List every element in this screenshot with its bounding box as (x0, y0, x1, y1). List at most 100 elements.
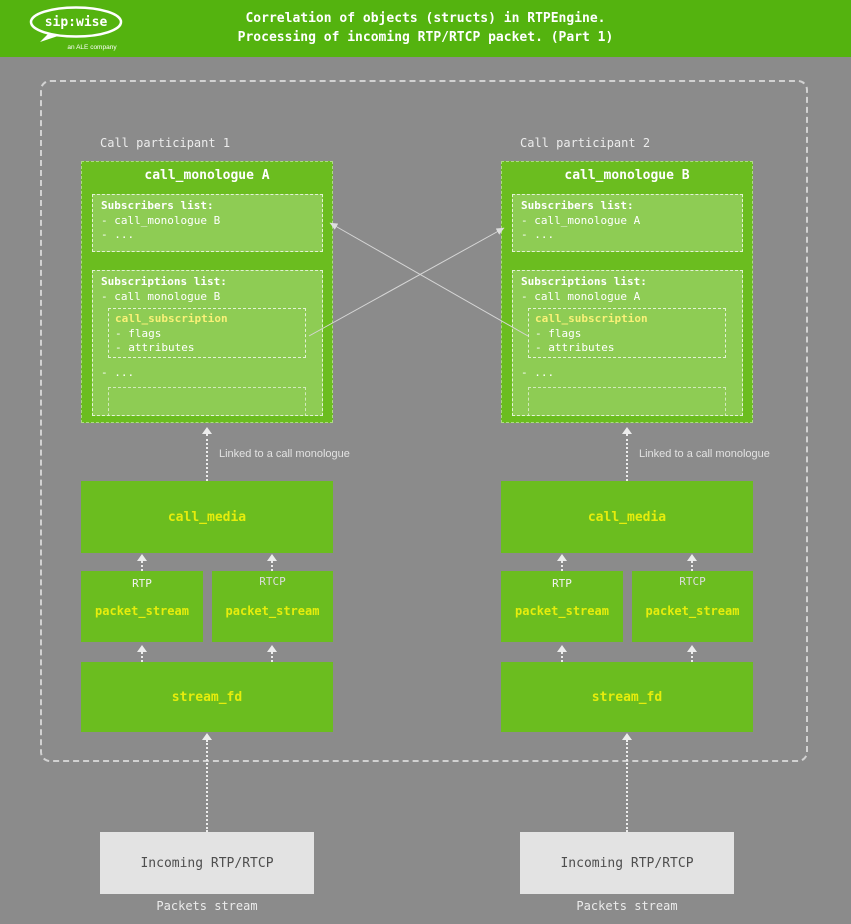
packetstream-to-media-arrow (136, 554, 148, 571)
streamfd-to-packetstream-arrow (266, 645, 278, 662)
call-subscription-attributes: - attributes (535, 341, 615, 354)
linked-to-monologue-label: Linked to a call monologue (639, 448, 770, 460)
arrow-head-icon (687, 554, 697, 561)
arrow-line (626, 434, 628, 481)
streamfd-to-packetstream-arrow (686, 645, 698, 662)
call-media-label: call_media (167, 509, 247, 525)
sipwise-logo: sip:wise an ALE company (26, 5, 126, 57)
arrow-head-icon (557, 554, 567, 561)
subscribers-list-title: Subscribers list: (101, 199, 214, 212)
incoming-to-streamfd-arrow (621, 733, 633, 832)
call-monologue-title: call_monologue A (82, 168, 332, 183)
subscriptions-list-more: - ... (521, 366, 555, 379)
packet-stream-label: packet_stream (645, 603, 740, 618)
arrow-line (626, 740, 628, 832)
more-subscription-box (108, 386, 306, 415)
more-subscription-box (528, 386, 726, 415)
streamfd-to-packetstream-arrow (136, 645, 148, 662)
call-subscription-box: call_subscription - flags - attributes (108, 308, 306, 358)
incoming-rtp-rtcp-box: Incoming RTP/RTCP (520, 832, 734, 894)
call-monologue-title-text: call_monologue (144, 168, 254, 183)
packet-stream-rtp-box: RTP packet_stream (501, 571, 623, 642)
page-title-line2: Processing of incoming RTP/RTCP packet. … (237, 30, 614, 45)
call-media-box: call_media (501, 481, 753, 553)
arrow-head-icon (267, 645, 277, 652)
call-subscription-title: call_subscription (115, 312, 228, 325)
packet-stream-rtp-box: RTP packet_stream (81, 571, 203, 642)
arrow-head-icon (202, 427, 212, 434)
page-title: Correlation of objects (structs) in RTPE… (0, 9, 851, 47)
arrow-head-icon (137, 554, 147, 561)
sipwise-logo-subtext: an ALE company (67, 44, 117, 51)
page-title-line1: Correlation of objects (structs) in RTPE… (245, 11, 606, 26)
stream-fd-label: stream_fd (171, 689, 243, 705)
subscriptions-list-item: - call monologue A (521, 289, 641, 303)
call-subscription-flags: - flags (535, 326, 582, 340)
subscribers-list-box: Subscribers list: - call_monologue B - .… (92, 194, 323, 252)
subscribers-list-title: Subscribers list: (521, 199, 634, 212)
packet-stream-label: packet_stream (515, 603, 609, 618)
linked-to-monologue-label: Linked to a call monologue (219, 448, 350, 460)
arrow-head-icon (687, 645, 697, 652)
packetstream-to-media-arrow (556, 554, 568, 571)
stream-fd-label: stream_fd (591, 689, 663, 705)
packets-stream-label: Packets stream (576, 899, 678, 913)
subscribers-list-more: - ... (521, 228, 555, 241)
arrow-head-icon (622, 427, 632, 434)
arrow-line (206, 434, 208, 481)
arrow-line (271, 561, 273, 571)
rtcp-label: RTCP (679, 575, 706, 588)
packets-stream-label: Packets stream (156, 899, 258, 913)
subscriptions-list-box: Subscriptions list: - call monologue B c… (92, 270, 323, 416)
subscriptions-list-box: Subscriptions list: - call monologue A c… (512, 270, 743, 416)
rtp-label: RTP (552, 577, 572, 590)
participant-label: Call participant 1 (100, 136, 231, 150)
call-monologue-box: call_monologue B Subscribers list: - cal… (501, 161, 753, 423)
incoming-rtp-rtcp-label: Incoming RTP/RTCP (560, 855, 694, 871)
packetstream-to-media-arrow (266, 554, 278, 571)
diagram-frame (40, 80, 808, 762)
call-media-box: call_media (81, 481, 333, 553)
arrow-head-icon (137, 645, 147, 652)
arrow-line (691, 652, 693, 662)
subscribers-list-box: Subscribers list: - call_monologue A - .… (512, 194, 743, 252)
sipwise-logo-icon: sip:wise an ALE company (29, 6, 123, 51)
call-subscription-flags: - flags (115, 326, 162, 340)
arrow-line (141, 652, 143, 662)
packet-stream-rtcp-box: RTCP packet_stream (632, 571, 753, 642)
call-subscription-box: call_subscription - flags - attributes (528, 308, 726, 358)
arrow-line (206, 740, 208, 832)
media-to-monologue-arrow (201, 427, 213, 481)
call-monologue-letter: A (261, 168, 270, 183)
incoming-rtp-rtcp-box: Incoming RTP/RTCP (100, 832, 314, 894)
stream-fd-box: stream_fd (81, 662, 333, 732)
subscribers-list-more: - ... (101, 228, 135, 241)
participant-label: Call participant 2 (520, 136, 651, 150)
incoming-rtp-rtcp-label: Incoming RTP/RTCP (140, 855, 274, 871)
sipwise-logo-text: sip:wise (45, 15, 108, 30)
subscriptions-list-item: - call monologue B (101, 289, 221, 303)
rtcp-label: RTCP (259, 575, 286, 588)
call-media-label: call_media (587, 509, 667, 525)
subscribers-list-item: - call_monologue A (521, 213, 641, 227)
call-monologue-letter: B (681, 168, 690, 183)
call-monologue-box: call_monologue A Subscribers list: - cal… (81, 161, 333, 423)
rtp-label: RTP (132, 577, 152, 590)
subscribers-list-item: - call_monologue B (101, 213, 221, 227)
call-subscription-attributes: - attributes (115, 341, 195, 354)
arrow-line (271, 652, 273, 662)
arrow-line (561, 561, 563, 571)
packet-stream-rtcp-box: RTCP packet_stream (212, 571, 333, 642)
header-bar: sip:wise an ALE company Correlation of o… (0, 0, 851, 57)
streamfd-to-packetstream-arrow (556, 645, 568, 662)
arrow-head-icon (557, 645, 567, 652)
packet-stream-label: packet_stream (95, 603, 189, 618)
packet-stream-label: packet_stream (225, 603, 320, 618)
subscriptions-list-title: Subscriptions list: (521, 275, 647, 288)
arrow-line (691, 561, 693, 571)
arrow-line (141, 561, 143, 571)
arrow-head-icon (267, 554, 277, 561)
arrow-head-icon (202, 733, 212, 740)
